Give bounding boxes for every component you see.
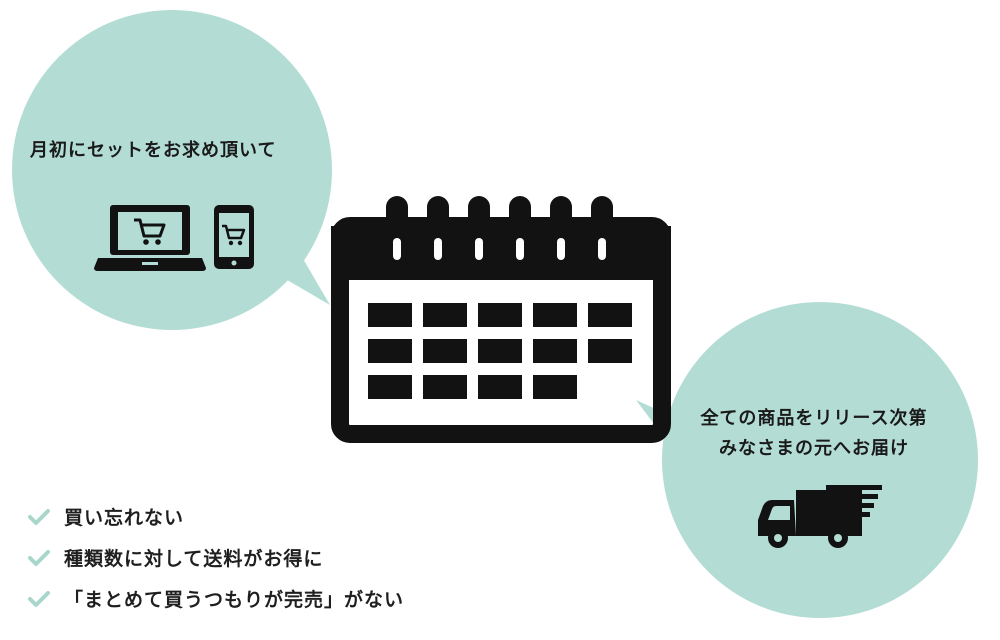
benefits-list: 買い忘れない 種類数に対して送料がお得に 「まとめて買うつもりが完売」がない: [28, 496, 404, 619]
speech-bubble-left: [12, 10, 332, 330]
bubble-left-text: 月初にセットをお求め頂いて: [30, 140, 277, 161]
bubble-right-line2: みなさまの元へお届け: [719, 438, 909, 459]
bubble-right-line1: 全ての商品をリリース次第: [700, 408, 928, 429]
bubble-right-text: 全ての商品をリリース次第 みなさまの元へお届け: [684, 404, 944, 464]
checkmark-icon: [28, 549, 50, 566]
checkmark-icon: [28, 590, 50, 607]
smartphone-cart-icon: [214, 205, 254, 269]
benefit-text: 買い忘れない: [64, 507, 185, 529]
delivery-truck-icon: [758, 485, 882, 548]
benefit-item: 「まとめて買うつもりが完売」がない: [28, 578, 404, 619]
benefit-text: 「まとめて買うつもりが完売」がない: [64, 589, 405, 611]
checkmark-icon: [28, 508, 50, 525]
benefit-text: 種類数に対して送料がお得に: [64, 548, 324, 570]
benefit-item: 買い忘れない: [28, 496, 404, 537]
laptop-cart-icon: [94, 205, 206, 271]
calendar-icon: [331, 196, 671, 443]
benefit-item: 種類数に対して送料がお得に: [28, 537, 404, 578]
